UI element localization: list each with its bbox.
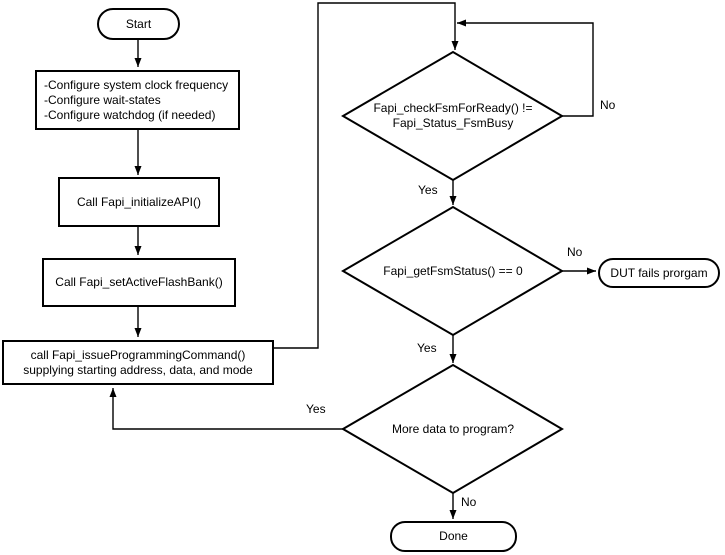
decision-check-fsm-ready-line-2: Fapi_Status_FsmBusy bbox=[392, 116, 514, 130]
label-checkfsm-no: No bbox=[600, 98, 616, 112]
label-getstatus-yes: Yes bbox=[417, 341, 437, 355]
node-start: Start bbox=[97, 8, 180, 40]
node-issue-programming-command-line-1: call Fapi_issueProgrammingCommand() bbox=[30, 347, 246, 362]
decision-check-fsm-ready-line-1: Fapi_checkFsmForReady() != bbox=[373, 101, 533, 115]
edge-moredata-yes-loop bbox=[109, 388, 343, 430]
decision-more-data-text: More data to program? bbox=[343, 422, 563, 437]
decision-get-fsm-status-shape bbox=[341, 205, 564, 337]
node-dut-fails: DUT fails prorgam bbox=[598, 258, 720, 288]
label-moredata-yes: Yes bbox=[306, 402, 326, 416]
label-moredata-no: No bbox=[461, 495, 477, 509]
label-checkfsm-yes: Yes bbox=[418, 183, 438, 197]
edge-checkfsm-no-loop bbox=[457, 19, 594, 117]
node-set-active-flash-bank-label: Call Fapi_setActiveFlashBank() bbox=[55, 275, 223, 289]
node-configure: -Configure system clock frequency -Confi… bbox=[35, 70, 240, 130]
node-start-label: Start bbox=[125, 16, 152, 31]
decision-get-fsm-status-text: Fapi_getFsmStatus() == 0 bbox=[343, 264, 563, 279]
decision-more-data-label: More data to program? bbox=[391, 422, 515, 436]
node-configure-line-3: -Configure watchdog (if needed) bbox=[44, 107, 216, 122]
node-initialize-api-label: Call Fapi_initializeAPI() bbox=[76, 194, 202, 209]
decision-check-fsm-ready-text: Fapi_checkFsmForReady() != Fapi_Status_F… bbox=[343, 101, 563, 131]
node-configure-line-1: -Configure system clock frequency bbox=[44, 77, 229, 92]
node-set-active-flash-bank: Call Fapi_setActiveFlashBank() bbox=[42, 258, 236, 307]
edge-issue-to-checkfsm bbox=[274, 2, 459, 349]
node-issue-programming-command: call Fapi_issueProgrammingCommand() supp… bbox=[2, 340, 274, 385]
label-getstatus-no: No bbox=[567, 245, 583, 259]
node-done-label: Done bbox=[439, 529, 468, 543]
node-dut-fails-label: DUT fails prorgam bbox=[610, 265, 708, 280]
node-done: Done bbox=[390, 521, 517, 552]
decision-get-fsm-status-label: Fapi_getFsmStatus() == 0 bbox=[383, 264, 523, 278]
node-initialize-api: Call Fapi_initializeAPI() bbox=[58, 177, 220, 227]
node-configure-line-2: -Configure wait-states bbox=[44, 92, 161, 107]
node-issue-programming-command-line-2: supplying starting address, data, and mo… bbox=[23, 362, 253, 377]
decision-more-data-shape bbox=[341, 363, 564, 495]
decision-check-fsm-ready-shape bbox=[341, 50, 564, 182]
